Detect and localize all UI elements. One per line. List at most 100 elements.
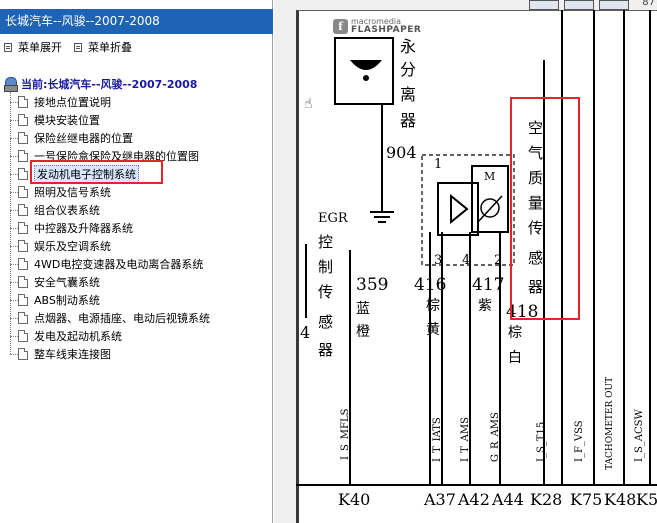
toolbar-button[interactable] (564, 0, 594, 10)
wire-904-label: 904 (386, 143, 417, 162)
document-icon (18, 240, 28, 252)
pin-k28: K28 (530, 490, 562, 509)
tree-item-4wd-transmission[interactable]: 4WD电控变速器及电动离合器系统 (10, 256, 203, 272)
egr-char-3: 感 (318, 313, 333, 331)
wire-418-color-1: 白 (508, 350, 522, 366)
tree-root[interactable]: 当前:长城汽车--风骏--2007-2008 (4, 76, 197, 92)
flashpaper-logo: f macromedia FLASHPAPER (333, 17, 421, 35)
page-number: 87 (642, 0, 655, 8)
airflow-char-0: 空 (528, 119, 543, 137)
wire-417-label: 417 (472, 275, 504, 295)
pin-k40: K40 (338, 490, 370, 509)
signal-label-mfls: I_S_MFLS (340, 408, 351, 460)
pin-1-label: 1 (434, 157, 442, 172)
egr-char-1: 制 (318, 258, 333, 276)
document-icon (18, 330, 28, 342)
list-icon (74, 42, 82, 52)
tree-item-engine-control[interactable]: 发动机电子控制系统 (10, 165, 139, 183)
expand-menu-label: 菜单展开 (18, 41, 62, 54)
tree-item-cigarette-mirror[interactable]: 点烟器、电源插座、电动后视镜系统 (10, 310, 210, 326)
document-icon (18, 294, 28, 306)
document-icon (18, 204, 28, 216)
airflow-char-6: 器 (528, 278, 543, 296)
toolbar-button[interactable] (529, 0, 559, 10)
pin-3-label: 3 (434, 253, 442, 268)
toolbar-button[interactable] (599, 0, 629, 10)
signal-label-tacho: TACHOMETER OUT (605, 377, 615, 470)
egr-char-0: 控 (318, 233, 333, 251)
tree-item-ground-points[interactable]: 接地点位置说明 (10, 94, 111, 110)
tree-item-lighting-signal[interactable]: 照明及信号系统 (10, 184, 111, 200)
egr-label: EGR (318, 211, 349, 226)
pin-k75: K75 (570, 490, 602, 509)
pin-4-left: 4 (300, 323, 310, 342)
document-icon (18, 96, 28, 108)
box-m-label: M (484, 170, 495, 183)
tree-item-entertainment-ac[interactable]: 娱乐及空调系统 (10, 238, 111, 254)
egr-char-2: 传 (318, 283, 333, 301)
hand-cursor-icon: ☝ (304, 96, 313, 112)
pin-a42: A42 (457, 490, 490, 509)
tree-item-module-locations[interactable]: 模块安装位置 (10, 112, 100, 128)
tree-item-harness-connections[interactable]: 整车线束连接图 (10, 346, 111, 362)
wire-416-color-1: 黄 (426, 321, 440, 338)
wire-418-label: 418 (506, 302, 538, 322)
pin-4-label: 4 (462, 253, 470, 268)
wire-359-color-0: 蓝 (356, 301, 370, 317)
wire-417-color-0: 紫 (478, 298, 492, 314)
pin-a37: A37 (423, 490, 456, 509)
oil-separator-box (334, 37, 394, 105)
airflow-char-3: 量 (528, 194, 543, 212)
wire-418-color-0: 棕 (508, 325, 522, 341)
airflow-char-2: 质 (528, 169, 543, 187)
pin-a44: A44 (491, 490, 524, 509)
collapse-menu-button[interactable]: 菜单折叠 (74, 40, 132, 54)
pin-2-label: 2 (494, 253, 502, 268)
signal-label-iats: I_T_IATS (432, 417, 443, 462)
list-icon (4, 42, 12, 52)
pin-k48: K48 (604, 490, 636, 509)
tree-item-generator-starter[interactable]: 发电及起动机系统 (10, 328, 122, 344)
wire-359-color-1: 橙 (356, 324, 370, 340)
thermistor-box (471, 165, 509, 233)
document-icon (18, 348, 28, 360)
separator-symbol (350, 60, 382, 70)
tree-item-fuse-relay-locations[interactable]: 保险丝继电器的位置 (10, 130, 133, 146)
tree-item-instrument-cluster[interactable]: 组合仪表系统 (10, 202, 100, 218)
wire-416-color-0: 棕 (426, 298, 440, 314)
expand-menu-button[interactable]: 菜单展开 (4, 40, 62, 54)
document-icon (18, 222, 28, 234)
selection-highlight-box (30, 160, 163, 184)
wire-416-label: 416 (414, 275, 446, 295)
tree-item-fuse-box-1[interactable]: 一号保险盒保险及继电器的位置图 (10, 148, 199, 164)
document-icon (18, 132, 28, 144)
logo-line-2: FLASHPAPER (351, 25, 422, 35)
oil-separator-char-2: 离 (400, 85, 416, 104)
signal-label-t15: I_S_T15 (536, 422, 547, 462)
signal-label-gr-ams: G_R_AMS (490, 412, 501, 462)
thermistor-icon (480, 198, 500, 218)
tree-root-label: 当前:长城汽车--风骏--2007-2008 (21, 78, 198, 91)
document-icon (18, 258, 28, 270)
airflow-char-5: 感 (528, 249, 543, 267)
tree-item-central-lock[interactable]: 中控器及升降器系统 (10, 220, 133, 236)
document-icon (18, 186, 28, 198)
signal-label-acsw: I_S_ACSW (634, 408, 645, 462)
logo-line-1: macromedia (351, 17, 402, 26)
document-icon (18, 312, 28, 324)
oil-separator-char-0: 永 (400, 37, 416, 56)
computer-icon (4, 77, 18, 92)
document-icon (18, 168, 28, 180)
pin-k54: K54 (636, 490, 657, 509)
document-icon (18, 276, 28, 288)
collapse-menu-label: 菜单折叠 (88, 41, 132, 54)
signal-label-ams: I_T_AMS (460, 417, 471, 462)
document-icon (18, 150, 28, 162)
tree-item-airbag[interactable]: 安全气囊系统 (10, 274, 100, 290)
amplifier-icon (450, 193, 469, 225)
flash-logo-icon: f (333, 18, 348, 34)
egr-char-4: 器 (318, 341, 333, 359)
airflow-sensor-housing (421, 154, 515, 266)
tree-item-abs[interactable]: ABS制动系统 (10, 292, 100, 308)
flashpaper-viewer[interactable]: f macromedia FLASHPAPER (296, 10, 657, 523)
